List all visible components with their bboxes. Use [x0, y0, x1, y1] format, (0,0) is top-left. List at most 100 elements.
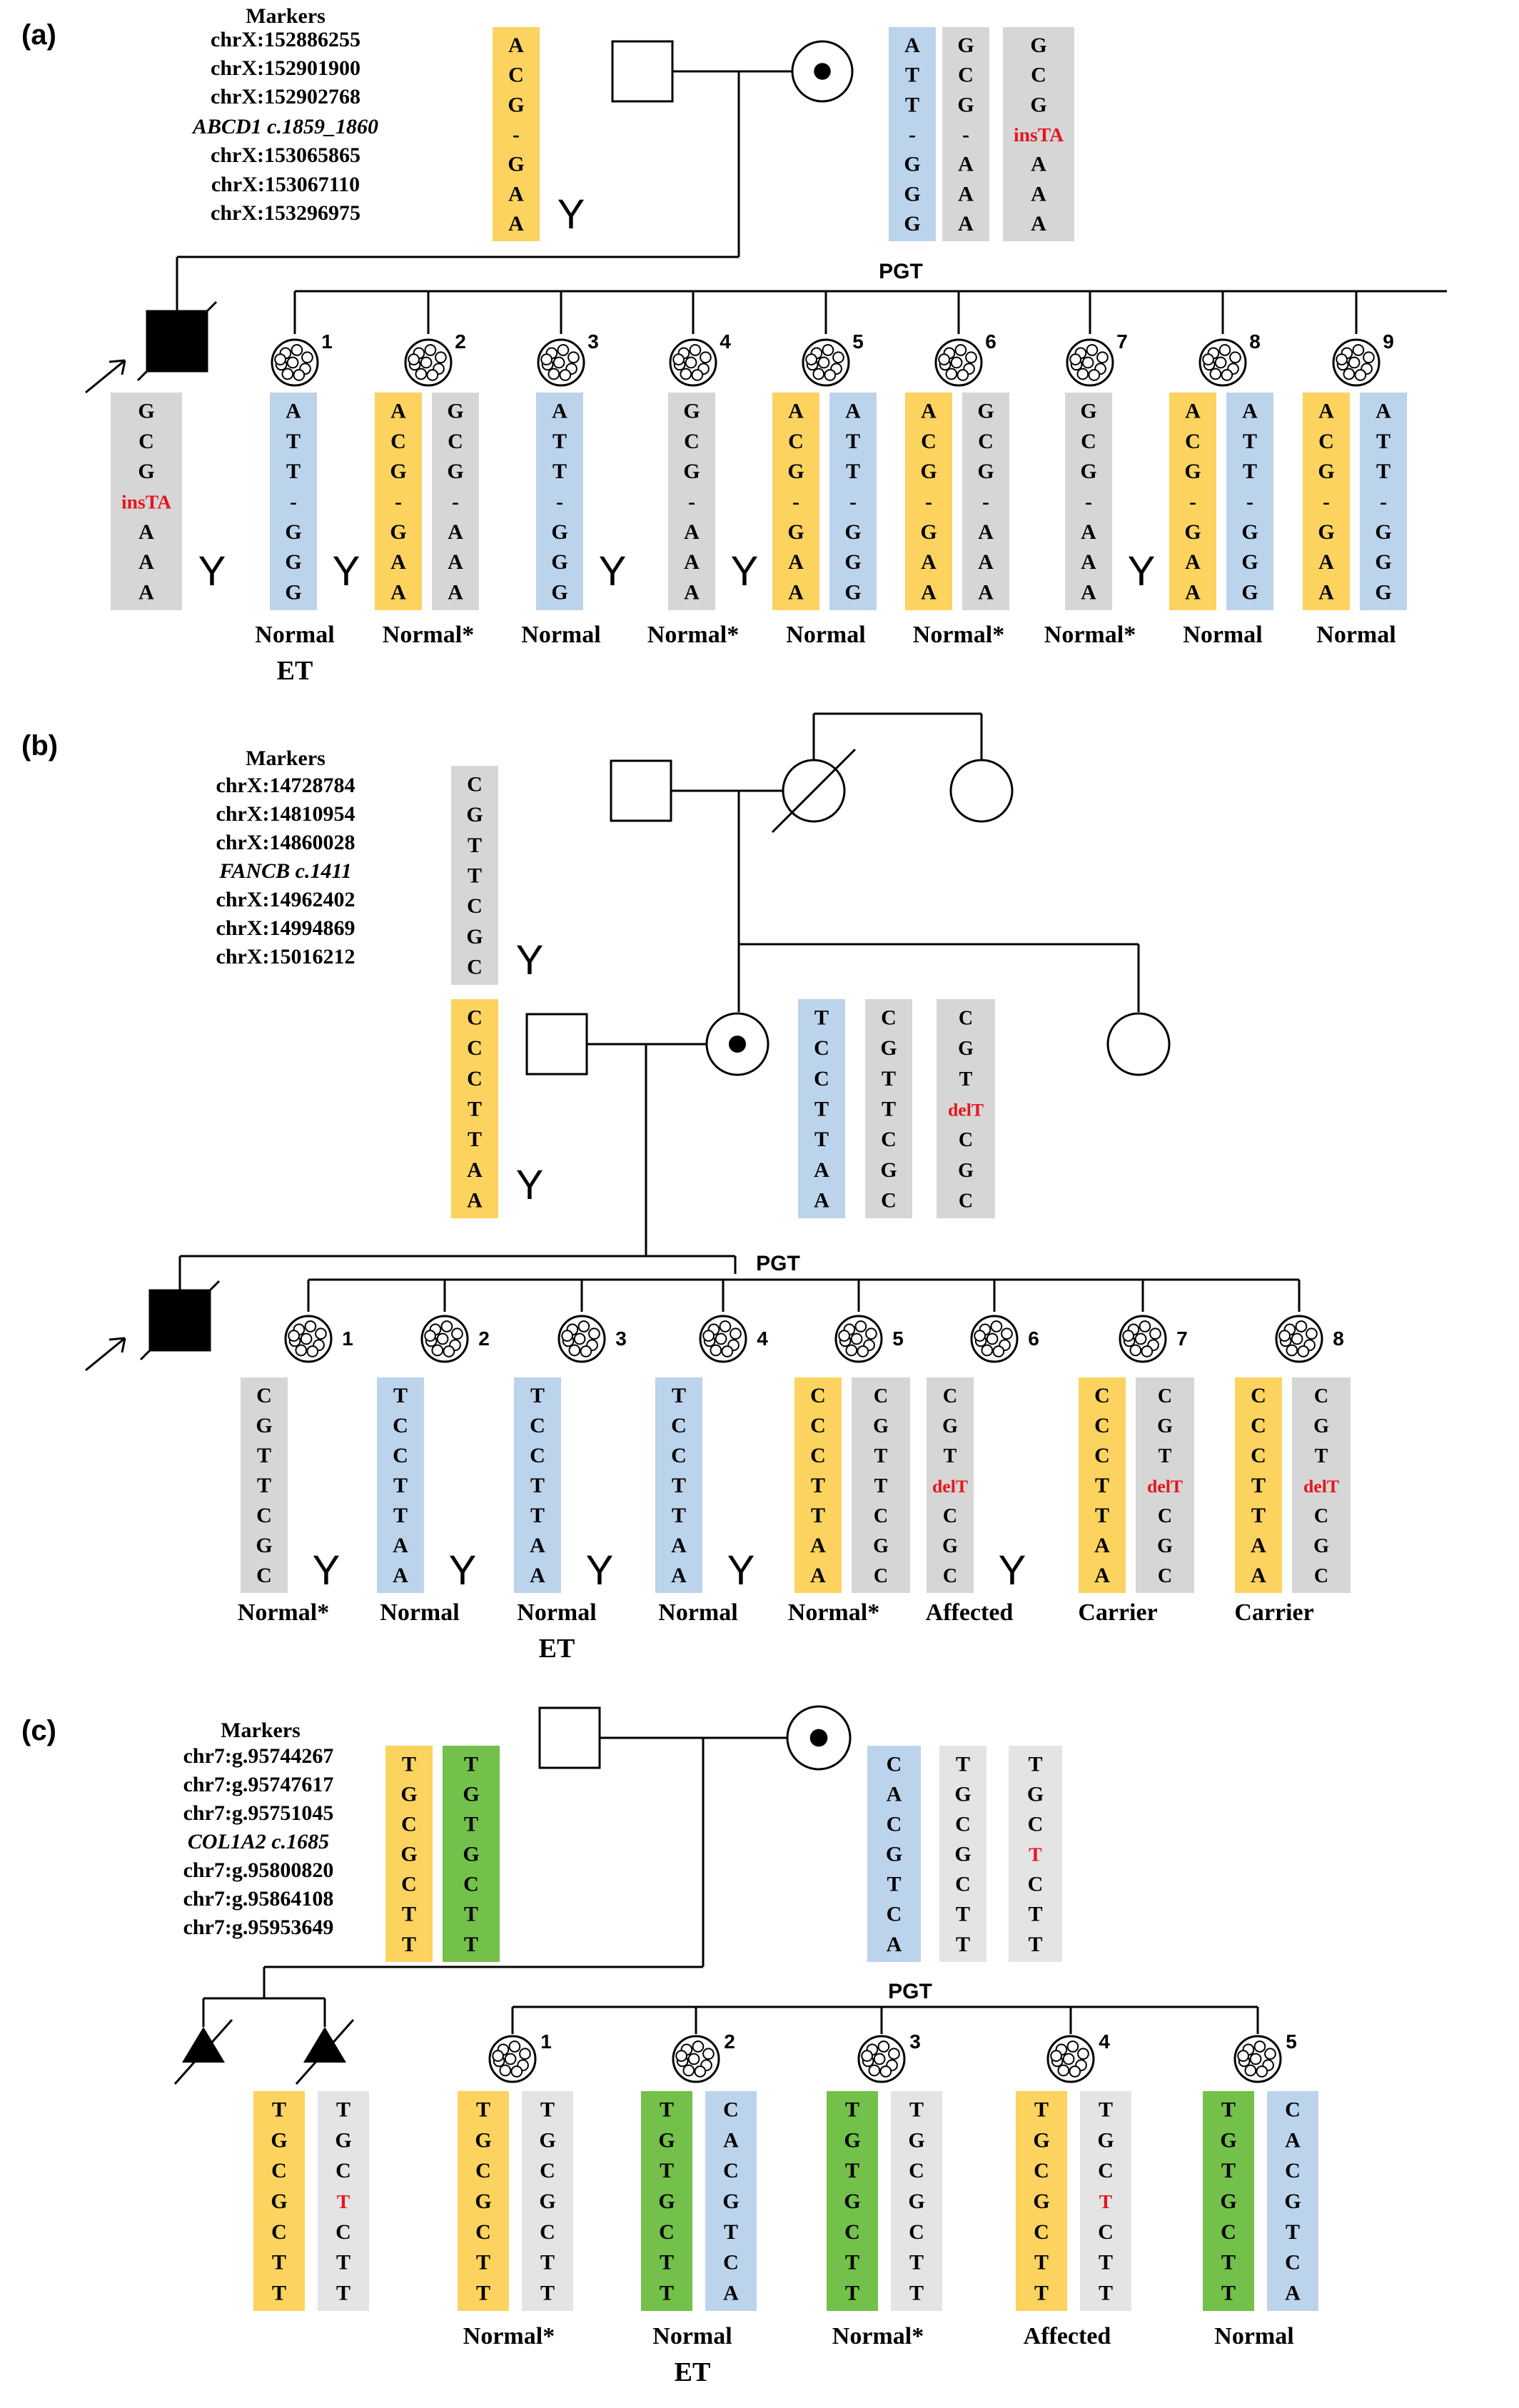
embryo-icon [1233, 2035, 1282, 2083]
embryo-transfer-label: ET [539, 1634, 575, 1664]
allele-label: C [1285, 2098, 1301, 2122]
marker-label: chrX:152902768 [211, 85, 360, 108]
allele-label: A [390, 581, 406, 604]
allele-label: G [722, 2190, 739, 2213]
allele-label: C [467, 894, 483, 918]
embryo-y: Y [731, 548, 759, 595]
embryo-status: Carrier [1078, 1599, 1157, 1626]
allele-label: G [1284, 2190, 1301, 2213]
allele-label: A [1318, 550, 1334, 574]
allele-label: A [1242, 399, 1258, 423]
allele-label: C [463, 1873, 479, 1896]
carrier-dot [814, 63, 831, 80]
allele-label: A [958, 153, 974, 176]
allele-label: C [393, 1414, 408, 1437]
allele-label: A [530, 1534, 545, 1557]
allele-label: T [956, 1903, 970, 1926]
allele-label: T [393, 1474, 408, 1497]
allele-label: T [956, 1933, 970, 1956]
allele-label: G [683, 460, 700, 483]
allele-label: C [401, 1873, 417, 1896]
allele-label: C [959, 1129, 973, 1151]
embryo-number: 8 [1249, 330, 1261, 353]
embryo-haplotype [241, 1377, 288, 1593]
father-haplotype [493, 27, 540, 241]
embryo-number: 5 [852, 330, 864, 353]
allele-label: T [552, 430, 567, 453]
allele-label: A [845, 399, 861, 423]
grandfather-y: Y [516, 937, 544, 983]
marker-label: COL1A2 c.1685 [188, 1830, 329, 1853]
allele-label: C [887, 1903, 902, 1926]
allele-label: G [942, 1535, 958, 1557]
allele-label: G [1375, 520, 1391, 544]
mutant-allele-label: delT [1303, 1476, 1339, 1497]
allele-label: G [1241, 520, 1258, 544]
mutant-allele-label: delT [1147, 1476, 1183, 1497]
allele-label: G [508, 153, 524, 176]
embryo-haplotype [1292, 1377, 1351, 1593]
embryo-haplotype [1267, 2091, 1318, 2311]
allele-label: A [684, 520, 700, 544]
embryo-haplotype [514, 1377, 561, 1593]
allele-label: A [1031, 153, 1046, 176]
allele-label: C [1081, 430, 1096, 453]
allele-label: A [978, 520, 994, 544]
allele-label: T [540, 2251, 555, 2275]
embryo-status: Normal [652, 2323, 732, 2349]
allele-label: - [1246, 490, 1253, 514]
marker-label: chr7:g.95744267 [183, 1744, 334, 1768]
mother-haplotype [798, 999, 845, 1218]
panel-label-b: (b) [21, 730, 58, 762]
embryo-icon [1198, 338, 1247, 387]
embryo-icon [672, 2035, 720, 2083]
embryo-haplotype [794, 1377, 842, 1593]
allele-label: A [684, 550, 700, 574]
allele-label: T [402, 1933, 416, 1956]
allele-label: G [957, 93, 974, 116]
allele-label: G [942, 1415, 958, 1437]
allele-label: G [658, 2128, 675, 2152]
allele-label: - [556, 490, 563, 514]
allele-label: G [285, 550, 301, 574]
allele-label: T [257, 1474, 271, 1497]
allele-label: - [1085, 490, 1092, 514]
mother-haplotype-mutant [937, 999, 995, 1218]
embryo-status: Normal* [832, 2323, 924, 2349]
allele-label: C [1251, 1384, 1266, 1407]
allele-label: T [672, 1384, 686, 1407]
embryo-haplotype [891, 2091, 942, 2311]
proband-haplotype [111, 393, 182, 610]
allele-label: C [256, 1384, 272, 1407]
allele-label: A [904, 34, 920, 57]
allele-label: C [874, 1505, 888, 1527]
allele-label: T [909, 2281, 924, 2305]
allele-label: T [811, 1474, 825, 1497]
grandfather-haplotype [451, 766, 498, 985]
embryo-status: Normal* [463, 2323, 555, 2349]
allele-label: T [874, 1475, 888, 1497]
allele-label: T [476, 2098, 490, 2122]
allele-label: C [959, 1190, 973, 1212]
allele-label: G [787, 460, 804, 483]
allele-label: A [508, 34, 524, 57]
allele-label: T [814, 1098, 829, 1121]
allele-label: C [335, 2220, 351, 2244]
embryo-haplotype [1235, 1377, 1282, 1593]
allele-label: C [530, 1444, 545, 1467]
allele-label: A [1081, 581, 1096, 604]
panel-label-a: (a) [21, 19, 56, 51]
allele-label: G [1157, 1535, 1173, 1557]
embryo-haplotype [1303, 393, 1350, 610]
father-haplotype [443, 1746, 500, 1962]
allele-label: G [1097, 2128, 1114, 2152]
allele-label: C [723, 2251, 739, 2275]
allele-label: T [468, 1098, 482, 1121]
allele-label: T [846, 460, 860, 483]
allele-label: C [881, 1006, 897, 1030]
allele-label: T [1221, 2281, 1236, 2305]
allele-label: C [1251, 1444, 1266, 1467]
allele-label: T [1159, 1445, 1172, 1467]
allele-label: C [810, 1444, 826, 1467]
mother-haplotype-mutant [1003, 27, 1074, 241]
